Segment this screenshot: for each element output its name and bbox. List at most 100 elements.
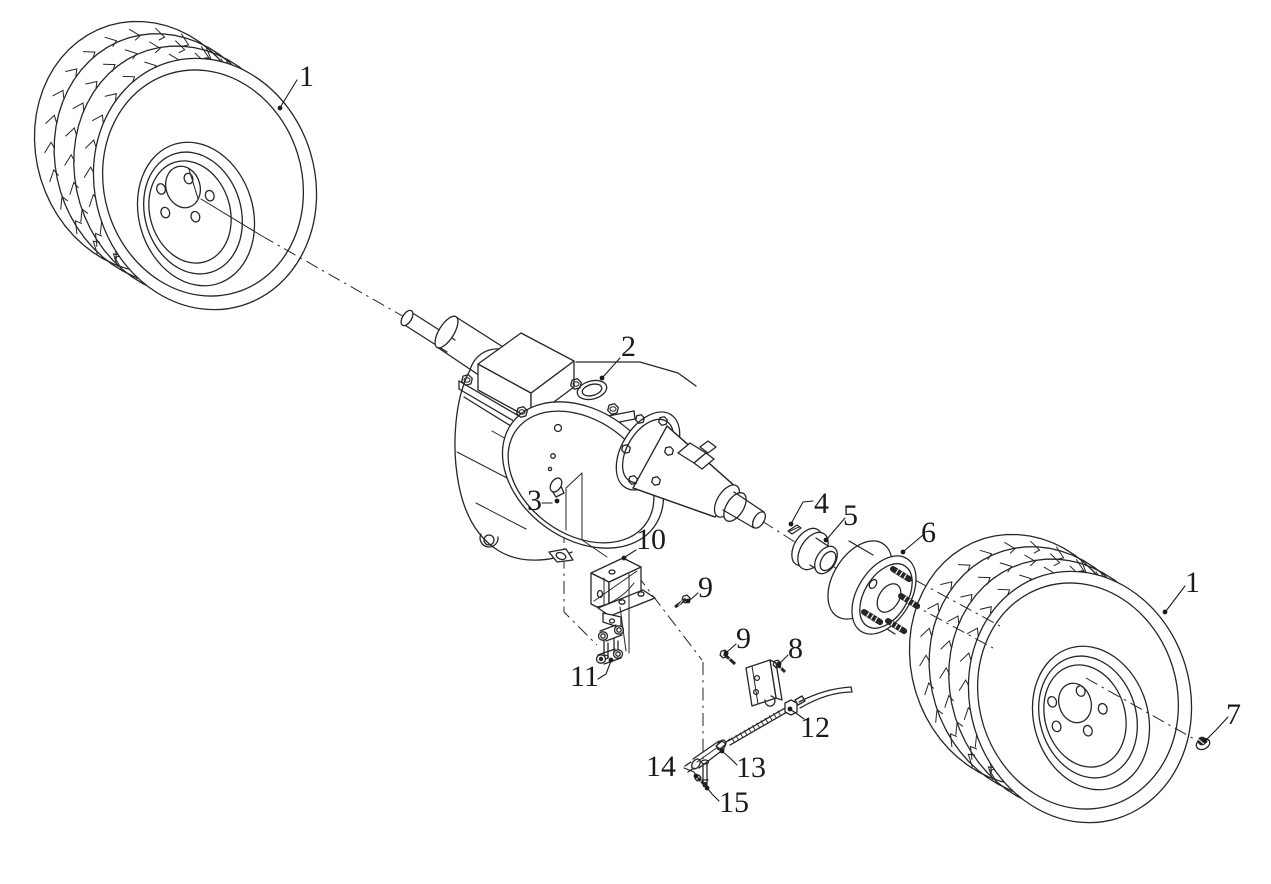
tread-mark [967, 627, 979, 636]
tread-mark [72, 102, 85, 111]
screw-part-9-head [719, 649, 729, 659]
tread-mark [999, 562, 1013, 573]
leader-line-12 [790, 709, 805, 720]
part-label-9: 9 [698, 571, 713, 604]
tread-mark [939, 666, 951, 679]
leader-dot-15 [704, 785, 710, 791]
hub-bore [164, 165, 202, 209]
rod-thread [752, 725, 756, 731]
lug-hole [160, 206, 171, 219]
flange-bolt [651, 476, 661, 486]
shift-lever [547, 453, 565, 498]
leader-dot-9 [723, 650, 729, 656]
tread-mark [74, 220, 82, 235]
stud-thread [907, 598, 911, 604]
leader-dot-7 [1202, 738, 1208, 744]
part-label-4: 4 [814, 487, 829, 520]
tread-groove [53, 33, 248, 286]
tire-shoulder [101, 69, 305, 297]
tread-mark [959, 652, 972, 662]
cable-bracket [745, 659, 783, 707]
brake-cable-part-12 [727, 686, 853, 746]
tread-mark [65, 68, 78, 77]
axle-centerline [261, 235, 407, 319]
screw-thread [678, 600, 683, 606]
tread-mark [949, 733, 957, 748]
leader-dot-10 [621, 555, 627, 561]
tread-groove [948, 558, 1142, 811]
transaxle-assembly [400, 309, 767, 563]
tread-groove [928, 546, 1123, 799]
part-label-9: 9 [736, 622, 751, 655]
flange-bolt [664, 446, 674, 456]
stud-thread [895, 568, 899, 575]
leader-dot-13 [719, 748, 725, 754]
tread-mark [919, 654, 931, 667]
screw-thread [778, 665, 784, 671]
tread-mark [979, 549, 993, 560]
bracket-part-10 [590, 557, 656, 629]
cover-bolt [516, 406, 528, 418]
cover-screw [553, 423, 563, 433]
leader-dot-9 [685, 598, 691, 604]
stud-thread [866, 611, 870, 618]
cover-bolt [570, 378, 582, 390]
tread-mark [84, 139, 97, 149]
tread-mark [935, 708, 943, 723]
wheel-nut-centerline [1085, 677, 1197, 741]
small-parts [461, 374, 1211, 787]
tread-mark [960, 593, 973, 602]
bushing-part-5 [791, 527, 838, 575]
tread-mark [104, 93, 117, 102]
leader-line-1 [280, 79, 298, 107]
leader-line-1 [1165, 585, 1186, 612]
rod-thread [739, 732, 744, 738]
rod-thread [764, 717, 769, 723]
leader-dot-14 [693, 773, 699, 779]
lug-hole [1097, 702, 1108, 715]
clevis-pin-part-15 [700, 759, 710, 787]
leader-line-11 [597, 660, 612, 680]
cover-bolt-face [518, 409, 526, 415]
connection-lines [565, 472, 630, 654]
rim-outer [136, 141, 256, 287]
stud-thread [890, 620, 894, 627]
lug-hole [155, 183, 167, 195]
rod-thread [756, 722, 760, 728]
rod-thread [743, 730, 748, 736]
tread-back-edge [33, 20, 228, 274]
leader-dot-3 [554, 498, 560, 504]
tread-groove [73, 45, 267, 298]
leader-dot-4 [788, 521, 794, 527]
leader-line-6 [903, 534, 924, 552]
part-label-1: 1 [1185, 566, 1200, 599]
leader-dot-5 [823, 537, 829, 543]
stud-thread [874, 617, 878, 623]
screw-part-14-head [694, 774, 702, 782]
tread-mark [52, 89, 65, 98]
tread-mark [65, 126, 77, 137]
rod-thread [731, 737, 735, 743]
tread-mark [129, 28, 141, 41]
leader-line-5 [826, 517, 846, 540]
leader-dot-1 [1162, 609, 1168, 615]
leader-line-15 [707, 788, 720, 802]
tread-mark [44, 141, 56, 154]
tire-outer-edge [92, 57, 318, 311]
rod-thread [777, 710, 781, 716]
cover-bolt-face [463, 377, 471, 383]
output-housing [615, 411, 767, 529]
leader-line-7 [1205, 716, 1229, 741]
rod-thread [773, 712, 777, 719]
part-label-3: 3 [527, 484, 542, 517]
rod-thread [760, 720, 765, 726]
part-label-1: 1 [299, 60, 314, 93]
cover-bolt-face [609, 406, 617, 412]
tread-mark [955, 721, 964, 736]
tread-mark [104, 36, 118, 47]
tread-mark [82, 51, 96, 59]
lug-nut-part-7 [1195, 736, 1211, 751]
tread-mark [978, 576, 991, 585]
tread-mark [924, 681, 934, 696]
cover-bolt [461, 374, 473, 386]
